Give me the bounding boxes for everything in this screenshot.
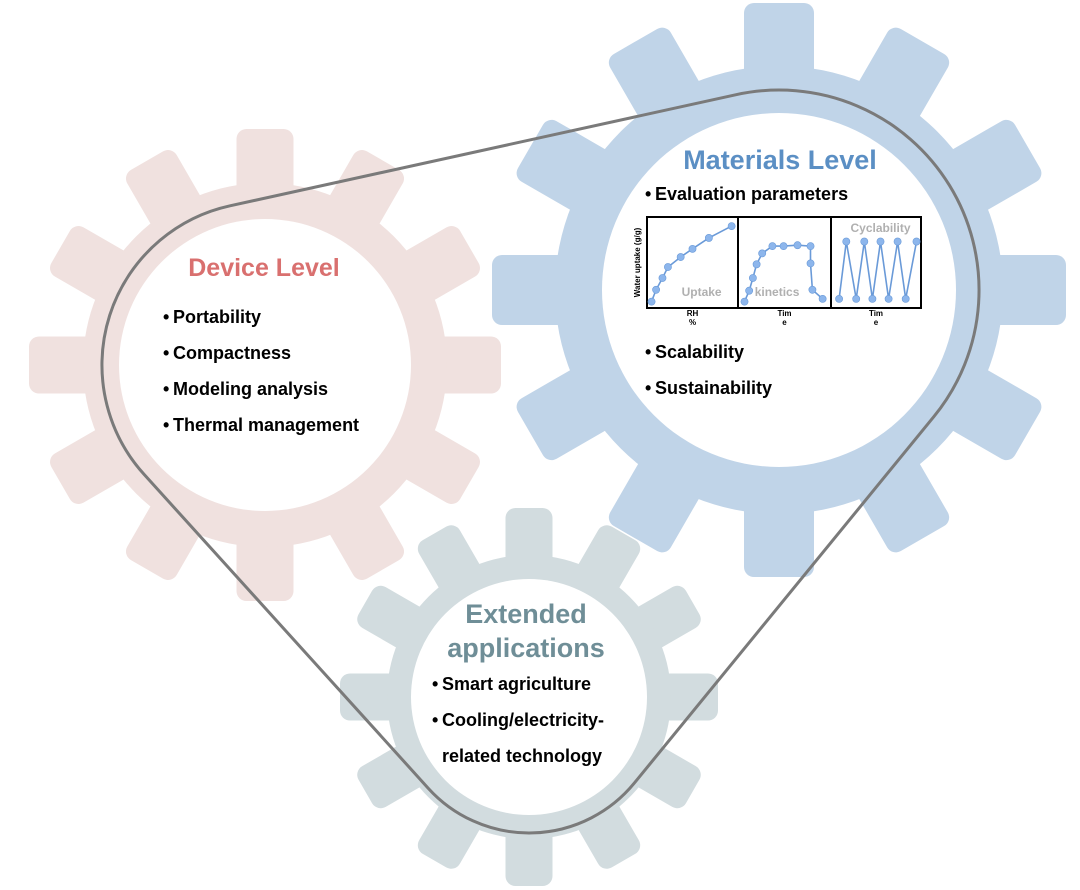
bullet-icon: • <box>163 307 169 327</box>
chart-data-point <box>779 242 788 251</box>
chart-data-point <box>740 297 749 306</box>
chart-data-point <box>652 285 660 294</box>
extended-applications-group: Extended applications •Smart agriculture… <box>432 599 605 766</box>
extended-item: related technology <box>442 746 602 766</box>
chart-xlabel-line2: % <box>689 318 696 327</box>
chart-data-point <box>893 237 902 246</box>
chart-data-point <box>658 274 667 282</box>
chart-data-point <box>868 294 877 303</box>
belt-connector <box>100 88 981 835</box>
chart-data-point <box>806 259 815 268</box>
chart-data-point <box>745 286 754 295</box>
chart-ylabel: Water uptake (g/g) <box>633 227 642 297</box>
chart-panel-frame <box>646 216 739 309</box>
device-item-label: Thermal management <box>173 415 359 435</box>
gear-tooth <box>492 255 575 325</box>
chart-data-point <box>727 222 736 230</box>
device-level-title: Device Level <box>188 254 340 282</box>
device-item-label: Modeling analysis <box>173 379 328 399</box>
chart-data-point <box>852 294 861 303</box>
materials-level-title: Materials Level <box>683 145 877 175</box>
chart-xlabel-line2: e <box>874 318 879 327</box>
extended-item: •Cooling/electricity- <box>432 710 604 730</box>
bullet-icon: • <box>163 415 169 435</box>
materials-level-group: Materials Level •Evaluation parameters•S… <box>633 145 922 398</box>
bullet-icon: • <box>645 378 651 398</box>
chart-xlabel-line2: e <box>782 318 787 327</box>
gear-tooth <box>983 255 1066 325</box>
chart-panel-label: Cyclability <box>850 221 910 235</box>
chart-data-point <box>860 237 869 246</box>
chart-data-point <box>818 294 827 303</box>
device-item-label: Portability <box>173 307 261 327</box>
extended-item-label: related technology <box>442 746 602 766</box>
materials-item-label: Scalability <box>655 342 744 362</box>
chart-data-point <box>835 294 843 303</box>
materials-item-label: Sustainability <box>655 378 772 398</box>
device-item: •Portability <box>163 307 261 327</box>
chart-panel-label: kinetics <box>755 285 800 299</box>
evaluation-parameters-chart: Water uptake (g/g)UptakeRH%kineticsTimeC… <box>633 216 922 327</box>
extended-item-label: Cooling/electricity- <box>442 710 604 730</box>
chart-data-point <box>688 244 697 253</box>
gear-tooth <box>744 3 814 86</box>
chart-xlabel-line1: RH <box>687 309 699 318</box>
materials-item: •Scalability <box>645 342 744 362</box>
chart-data-point <box>647 297 656 306</box>
chart-data-point <box>876 237 885 246</box>
extended-item-label: Smart agriculture <box>442 674 591 694</box>
chart-data-point <box>912 237 921 246</box>
gear-hub <box>411 579 647 815</box>
chart-data-point <box>758 249 767 258</box>
materials-item: •Sustainability <box>645 378 772 398</box>
chart-panel-frame <box>830 216 922 309</box>
device-item: •Compactness <box>163 343 291 363</box>
extended-title-line2: applications <box>447 633 605 663</box>
device-item: •Thermal management <box>163 415 359 435</box>
chart-data-point <box>752 260 761 269</box>
chart-series-line <box>838 241 918 300</box>
chart-data-point <box>748 274 757 282</box>
device-level-group: Device Level •Portability•Compactness•Mo… <box>163 254 359 435</box>
chart-data-point <box>793 241 802 250</box>
chart-data-point <box>664 263 672 271</box>
bullet-icon: • <box>645 184 651 204</box>
chart-data-point <box>676 253 685 261</box>
chart-data-point <box>842 237 851 246</box>
gear-tooth <box>744 494 814 577</box>
bullet-icon: • <box>163 343 169 363</box>
chart-panel-label: Uptake <box>682 285 722 299</box>
chart-xlabel-line1: Tim <box>869 309 883 318</box>
chart-data-point <box>901 294 910 303</box>
device-item-label: Compactness <box>173 343 291 363</box>
bullet-icon: • <box>645 342 651 362</box>
extended-item: •Smart agriculture <box>432 674 591 694</box>
bullet-icon: • <box>163 379 169 399</box>
chart-data-point <box>768 242 777 251</box>
extended-title-line1: Extended <box>465 599 587 629</box>
chart-xlabel-line1: Tim <box>777 309 791 318</box>
materials-item: •Evaluation parameters <box>645 184 848 204</box>
bullet-icon: • <box>432 674 438 694</box>
chart-data-point <box>704 234 713 242</box>
bullet-icon: • <box>432 710 438 730</box>
chart-data-point <box>806 242 815 251</box>
device-item: •Modeling analysis <box>163 379 328 399</box>
device-gear-icon <box>29 129 501 601</box>
materials-item-label: Evaluation parameters <box>655 184 848 204</box>
chart-data-point <box>884 294 893 303</box>
extended-gear-icon <box>340 508 718 886</box>
gear-hub <box>119 219 411 511</box>
chart-data-point <box>808 285 817 294</box>
